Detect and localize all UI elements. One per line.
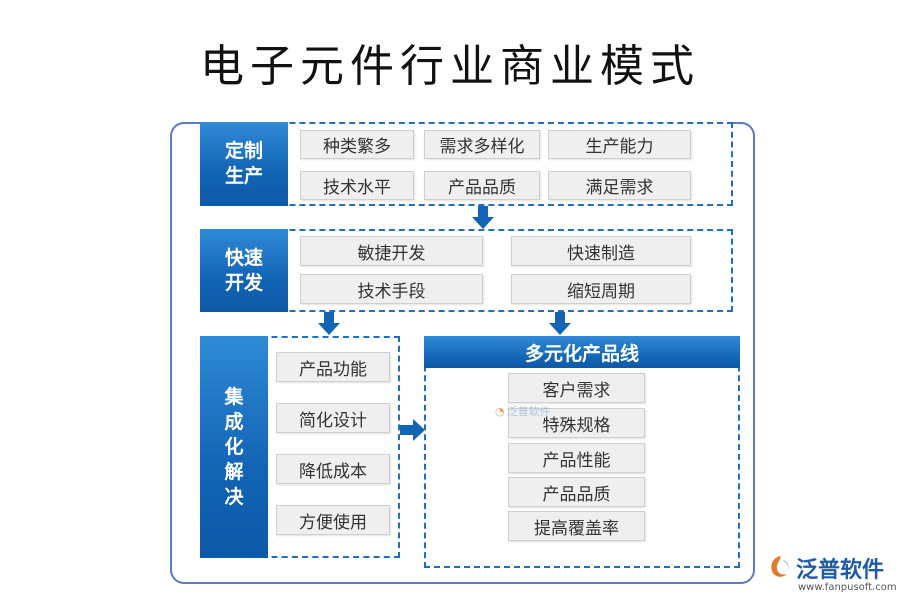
custom-item: 种类繁多 (300, 130, 414, 159)
product-line-header: 多元化产品线 (424, 336, 740, 368)
brand-name: 泛普软件 (796, 558, 885, 583)
fast-item: 缩短周期 (511, 274, 691, 304)
right-arrow-icon (400, 419, 425, 441)
custom-item: 满足需求 (548, 171, 691, 200)
integrated-item: 方便使用 (276, 505, 390, 535)
down-arrow-icon (472, 206, 494, 229)
brand-url: www.fanpusoft.com (798, 582, 897, 593)
page-title: 电子元件行业商业模式 (200, 41, 700, 92)
down-arrow-icon (318, 312, 340, 335)
fast-item: 技术手段 (300, 274, 483, 304)
product-line-item: 特殊规格 (508, 408, 645, 438)
fast-item: 敏捷开发 (300, 236, 483, 266)
watermark: ◔ 泛普软件 (495, 404, 551, 419)
custom-item: 产品品质 (424, 171, 540, 200)
product-line-item: 产品品质 (508, 477, 645, 507)
fast-item: 快速制造 (511, 236, 691, 266)
integrated-solution-label: 集 成 化 解 决 (200, 336, 268, 558)
product-line-item: 提高覆盖率 (508, 511, 645, 541)
custom-item: 技术水平 (300, 171, 414, 200)
custom-item: 需求多样化 (424, 130, 540, 159)
fast-development-label: 快速 开发 (200, 229, 288, 312)
watermark-logo-icon: ◔ (495, 404, 505, 418)
custom-item: 生产能力 (548, 130, 691, 159)
brand-icon (771, 556, 789, 577)
integrated-item: 简化设计 (276, 403, 390, 433)
custom-production-label: 定制 生产 (200, 122, 288, 206)
brand-logo: 泛普软件 www.fanpusoft.com (768, 552, 897, 596)
integrated-item: 降低成本 (276, 454, 390, 484)
down-arrow-icon (549, 312, 571, 335)
product-line-item: 产品性能 (508, 443, 645, 473)
integrated-item: 产品功能 (276, 352, 390, 382)
product-line-item: 客户需求 (508, 373, 645, 403)
